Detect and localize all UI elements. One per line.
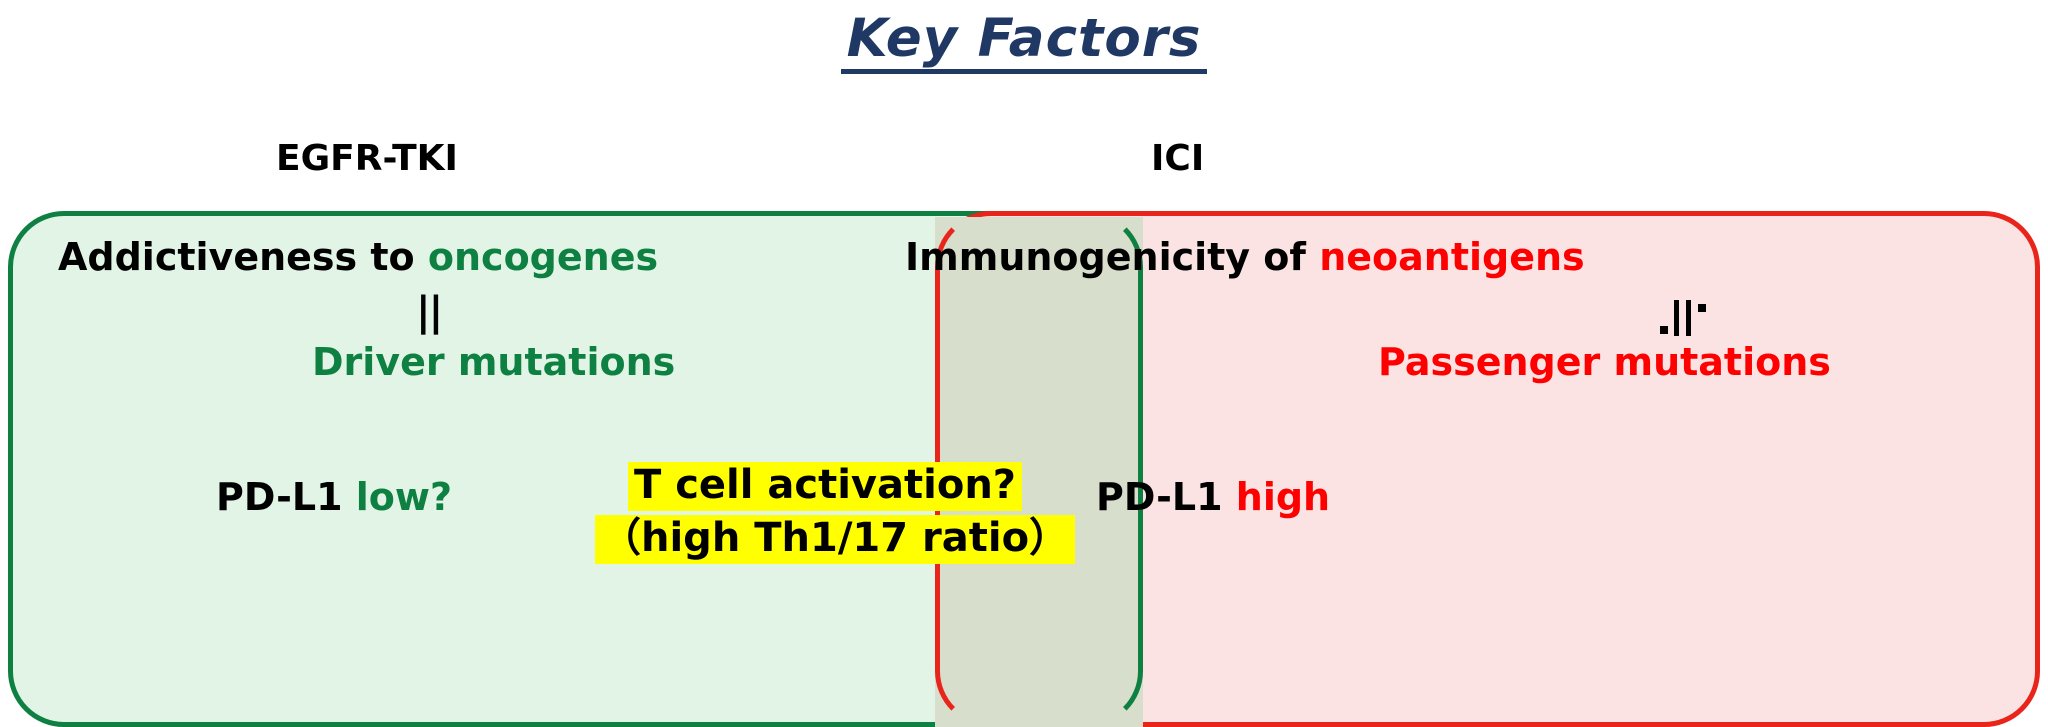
callout-row-2: （high Th1/17 ratio） [595, 515, 1076, 565]
page-title: Key Factors [0, 8, 2048, 74]
column-label-ici: ICI [1151, 138, 1205, 179]
left-line1-black: Addictiveness to [58, 235, 428, 279]
left-line1-green: oncogenes [427, 235, 659, 279]
right-line3-red: high [1235, 475, 1331, 519]
right-line1-black: Immunogenicity of [905, 235, 1320, 279]
right-line3-black: PD-L1 [1096, 475, 1236, 519]
right-line-passenger-mutations: Passenger mutations [1378, 340, 1831, 384]
callout-row-1: T cell activation? [595, 462, 1055, 512]
callout-line-2: （high Th1/17 ratio） [595, 515, 1076, 565]
column-label-egfr-tki: EGFR-TKI [276, 138, 458, 179]
equals-symbol: || [416, 289, 443, 335]
right-line1-red: neoantigens [1319, 235, 1585, 279]
callout-line-1: T cell activation? [628, 462, 1022, 512]
left-line-addictiveness: Addictiveness to oncogenes [58, 238, 658, 276]
t-cell-activation-callout: T cell activation? （high Th1/17 ratio） [595, 462, 1076, 565]
left-line3-black: PD-L1 [216, 475, 356, 519]
left-line-pdl1: PD-L1 low? [216, 478, 452, 516]
not-equals-symbol [1652, 296, 1712, 346]
left-line3-green: low? [355, 475, 453, 519]
ici-region [935, 211, 2040, 727]
right-line-pdl1: PD-L1 high [1096, 478, 1330, 516]
right-line-immunogenicity: Immunogenicity of neoantigens [905, 238, 1585, 276]
page-title-text: Key Factors [840, 11, 1208, 74]
not-equals-glyph-icon [1652, 296, 1712, 340]
left-line-driver-mutations: Driver mutations [312, 340, 676, 384]
